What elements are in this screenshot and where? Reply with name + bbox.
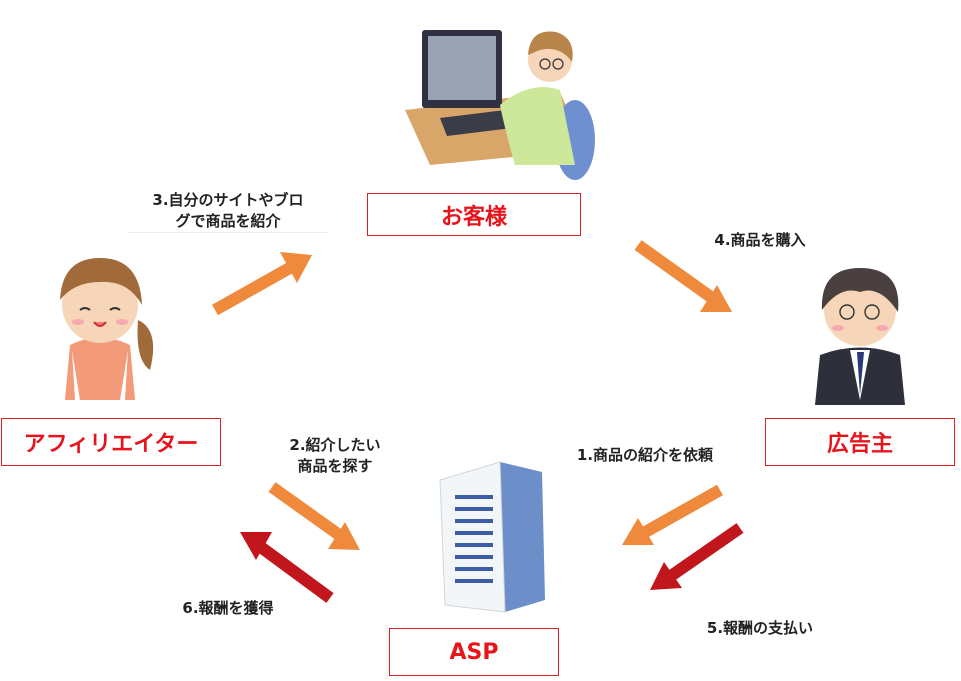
step-4-caption: 4.商品を購入 [700,230,820,251]
arrow-2-affiliater-to-asp [268,482,360,550]
advertiser-label: 広告主 [826,432,893,457]
arrow-6-asp-to-affiliater [240,532,334,603]
arrow-3-affiliater-to-customer [212,252,312,316]
step-2-line2: 商品を探す [297,457,373,475]
office-building-icon [439,461,545,613]
customer-box: お客様 [367,193,581,236]
asp-box: ASP [389,628,559,676]
step-6-text: 6.報酬を獲得 [182,599,274,617]
step-4-text: 4.商品を購入 [714,231,806,249]
step-2-line1: 2.紹介したい [289,436,381,454]
affiliater-woman-icon [60,258,154,400]
step-3-line2: グで商品を紹介 [175,212,281,230]
step-1-caption: 1.商品の紹介を依頼 [555,445,735,466]
affiliater-box: アフィリエイター [1,418,221,466]
step-2-caption: 2.紹介したい 商品を探す [270,435,400,477]
advertiser-man-icon [815,268,905,405]
step-1-text: 1.商品の紹介を依頼 [576,446,714,464]
step-5-text: 5.報酬の支払い [706,619,814,637]
arrow-1-advertiser-to-asp [622,484,723,545]
step-3-line1: 3.自分のサイトやブロ [152,191,304,209]
step-5-caption: 5.報酬の支払い [690,618,830,639]
computer-user-icon [405,30,595,180]
arrow-5-advertiser-to-asp [650,523,744,590]
arrow-4-customer-to-advertiser [634,240,732,312]
asp-label: ASP [449,639,499,665]
customer-label: お客様 [440,204,507,230]
advertiser-box: 広告主 [765,418,955,466]
step-6-caption: 6.報酬を獲得 [168,598,288,619]
affiliater-label: アフィリエイター [23,432,199,457]
step-3-caption: 3.自分のサイトやブロ グで商品を紹介 [128,190,328,233]
